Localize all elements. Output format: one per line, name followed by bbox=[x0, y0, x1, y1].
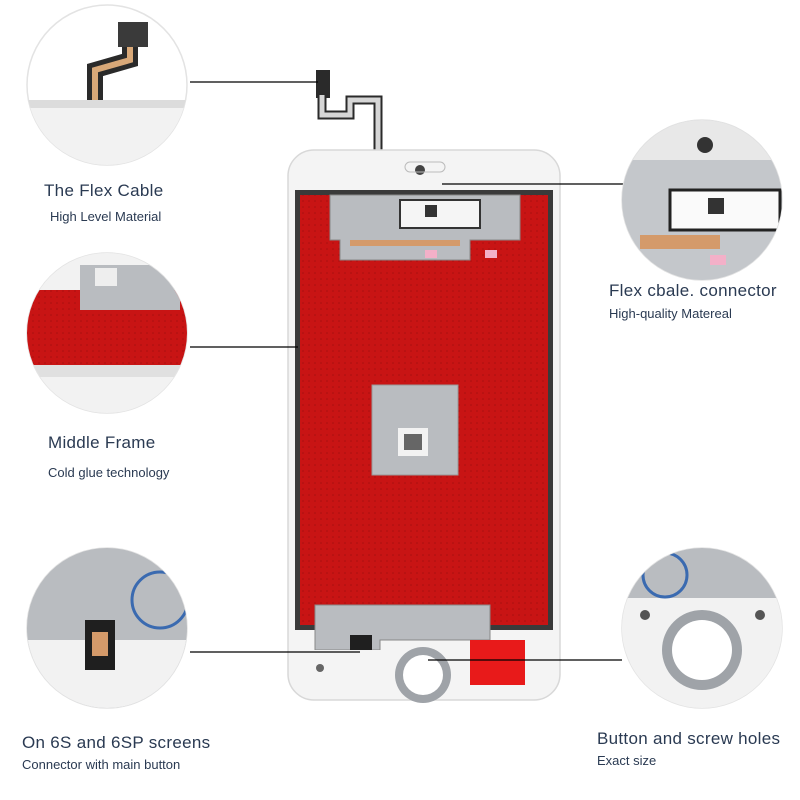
callout-subtitle-button-holes: Exact size bbox=[597, 753, 657, 768]
detail-circle-flex-connector bbox=[621, 119, 783, 281]
leader-lines bbox=[190, 81, 630, 661]
callout-subtitle-connector: Connector with main button bbox=[22, 757, 181, 772]
detail-circle-flex-cable bbox=[26, 4, 188, 166]
callout-subtitle-flex-connector: High-quality Matereal bbox=[609, 306, 732, 321]
callout-title-button-holes: Button and screw holes bbox=[597, 729, 781, 748]
callout-title-middle-frame: Middle Frame bbox=[48, 433, 156, 452]
callout-subtitle-flex-cable: High Level Material bbox=[50, 209, 162, 224]
callout-title-connector: On 6S and 6SP screens bbox=[22, 733, 211, 752]
detail-circle-middle-frame bbox=[26, 252, 188, 414]
callout-title-flex-cable: The Flex Cable bbox=[44, 181, 164, 200]
callout-subtitle-middle-frame: Cold glue technology bbox=[48, 465, 170, 480]
lcd-panel bbox=[287, 70, 561, 703]
callout-title-flex-connector: Flex cbale. connector bbox=[609, 281, 777, 300]
detail-circle-connector bbox=[26, 547, 188, 709]
detail-circle-button-holes bbox=[621, 547, 783, 709]
